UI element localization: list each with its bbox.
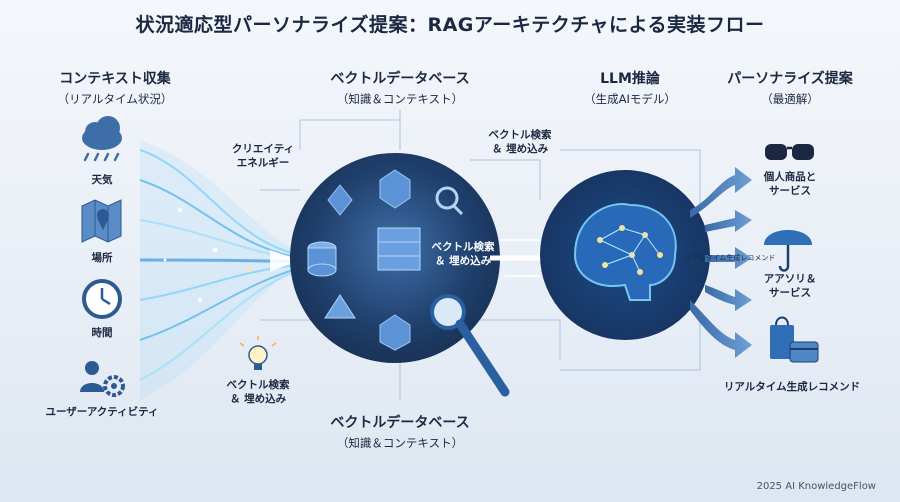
context-title: コンテキスト収集: [59, 71, 171, 87]
vector-search-top-label: ベクトル検索 ＆ 埋め込み: [488, 129, 552, 156]
vector-db-bottom-title: ベクトルデータベース: [330, 415, 470, 431]
lightbulb-icon: [239, 336, 277, 370]
clock-icon: [82, 279, 122, 319]
vector-db-bottom-subtitle: （知識＆コンテキスト）: [336, 436, 464, 450]
vector-db-title: ベクトルデータベース: [330, 71, 470, 87]
vector-db-header: ベクトルデータベース （知識＆コンテキスト）: [310, 68, 490, 107]
input-label-location: 場所: [91, 252, 113, 264]
vector-db-shapes: [307, 169, 464, 351]
data-stream: [139, 140, 301, 400]
context-header: コンテキスト収集 （リアルタイム状況）: [40, 68, 190, 107]
input-label-activity: ユーザーアクティビティ: [45, 406, 159, 418]
vector-db-bottom: ベクトルデータベース （知識＆コンテキスト）: [300, 412, 500, 451]
output-arrows: [690, 167, 752, 358]
output-label-services: アアソリ＆ サービス: [763, 273, 817, 300]
context-subtitle: （リアルタイム状況）: [57, 92, 173, 106]
vector-db-subtitle: （知識＆コンテキスト）: [336, 92, 464, 106]
user-gear-icon: [80, 361, 125, 397]
umbrella-icon: [764, 230, 812, 272]
vector-search-center-label: ベクトル検索 ＆ 埋め込み: [431, 241, 495, 268]
diagram-title: 状況適応型パーソナライズ提案：RAGアーキテクチャによる実装フロー: [135, 14, 765, 36]
llm-header: LLM推論 （生成AIモデル）: [560, 68, 700, 107]
brain-icon: [573, 203, 677, 301]
magnifier-icon: [430, 294, 510, 397]
sunglasses-icon: [765, 144, 814, 160]
realtime-small-label: リアルタイム生成レコメンド: [684, 254, 776, 262]
cloud-rain-icon: [82, 116, 122, 162]
vector-search-left-label: ベクトル検索 ＆ 埋め込み: [226, 379, 290, 406]
creative-energy-label: クリエイティ エネルギー: [231, 143, 295, 170]
llm-subtitle: （生成AIモデル）: [584, 92, 676, 106]
shopping-card-icon: [770, 316, 819, 363]
personalize-title: パーソナライズ提案: [727, 71, 853, 87]
input-label-weather: 天気: [91, 174, 113, 186]
output-label-products: 個人商品と サービス: [763, 171, 817, 198]
map-pin-icon: [81, 199, 122, 243]
personalize-header: パーソナライズ提案 （最適解）: [700, 68, 880, 107]
footer-credit: 2025 AI KnowledgeFlow: [756, 481, 876, 492]
output-label-realtime: リアルタイム生成レコメンド: [723, 381, 861, 393]
personalize-subtitle: （最適解）: [761, 92, 819, 106]
input-label-time: 時間: [91, 327, 113, 339]
llm-title: LLM推論: [600, 71, 660, 87]
